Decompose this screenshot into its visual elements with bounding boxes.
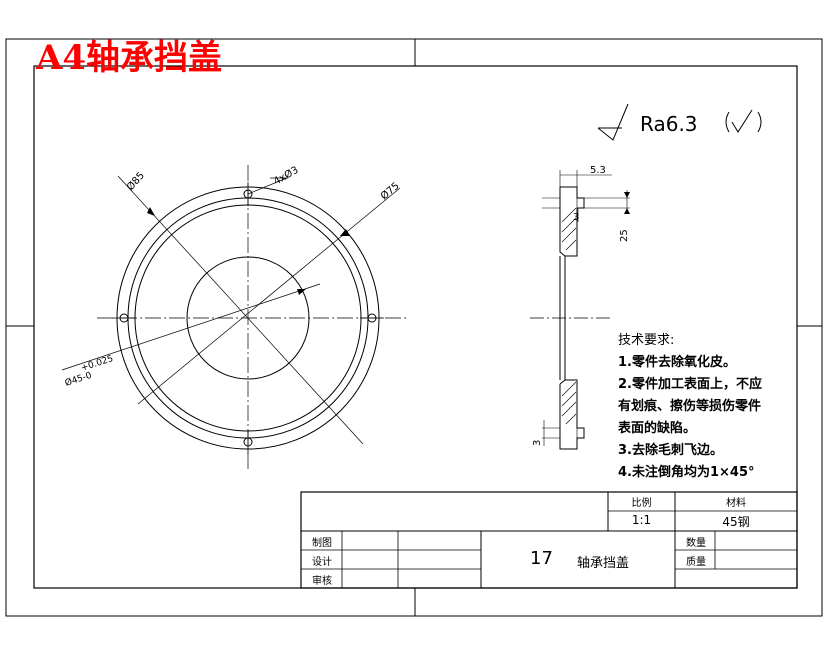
dia45-leader: [61, 283, 321, 371]
tech-requirement-item: 3.去除毛刺飞边。: [618, 443, 723, 458]
tech-requirement-item: 2.零件加工表面上，不应: [618, 377, 762, 392]
tech-requirement-item: 有划痕、擦伤等损伤零件: [618, 399, 762, 414]
dim-step: 3: [573, 212, 579, 223]
scale-label: 比例: [631, 498, 652, 509]
dim-height: 25: [619, 229, 630, 242]
dim-pitch-dia: Ø75: [378, 180, 402, 202]
dim-bore-lower: Ø45-0: [64, 370, 94, 389]
centering-marks: [6, 39, 822, 616]
front-view: [61, 165, 407, 470]
side-view: [530, 170, 630, 450]
dim-holes: 4xØ3: [272, 164, 301, 188]
dim-bottom-step: 3: [532, 440, 543, 446]
drawn-label: 制图: [312, 538, 332, 549]
tech-requirement-item: 1.零件去除氧化皮。: [618, 355, 736, 370]
sheet-border: [5, 38, 823, 617]
dim-outer-dia: Ø85: [124, 170, 147, 193]
material-label: 材料: [726, 498, 746, 509]
inner-frame: [33, 65, 798, 589]
material-value: 45钢: [722, 515, 750, 529]
dim-bore-upper: +0.025: [80, 354, 115, 374]
quantity-label: 数量: [686, 538, 706, 549]
tech-requirements-heading: 技术要求:: [618, 333, 675, 348]
roughness-symbol: [597, 103, 762, 141]
design-label: 设计: [312, 557, 332, 568]
scale-value: 1:1: [631, 513, 652, 527]
tech-requirement-item: 4.未注倒角均为1×45°: [618, 465, 755, 480]
dia85-leader: [117, 175, 364, 445]
tech-requirements: 技术要求: 1.零件去除氧化皮。 2.零件加工表面上，不应 有划痕、擦伤等损伤零…: [618, 330, 762, 484]
roughness-value: Ra6.3: [640, 112, 698, 136]
review-label: 审核: [312, 576, 332, 587]
tech-requirement-item: 表面的缺陷。: [618, 421, 697, 436]
dim-thickness: 5.3: [590, 165, 606, 176]
title-block: [300, 491, 798, 589]
part-name: 轴承挡盖: [577, 556, 630, 571]
holes-leader: [247, 177, 288, 195]
dia75-leader: [137, 187, 401, 405]
page-title: A4轴承挡盖: [36, 38, 223, 78]
drawing-number: 17: [530, 548, 553, 569]
weight-label: 质量: [686, 557, 706, 568]
